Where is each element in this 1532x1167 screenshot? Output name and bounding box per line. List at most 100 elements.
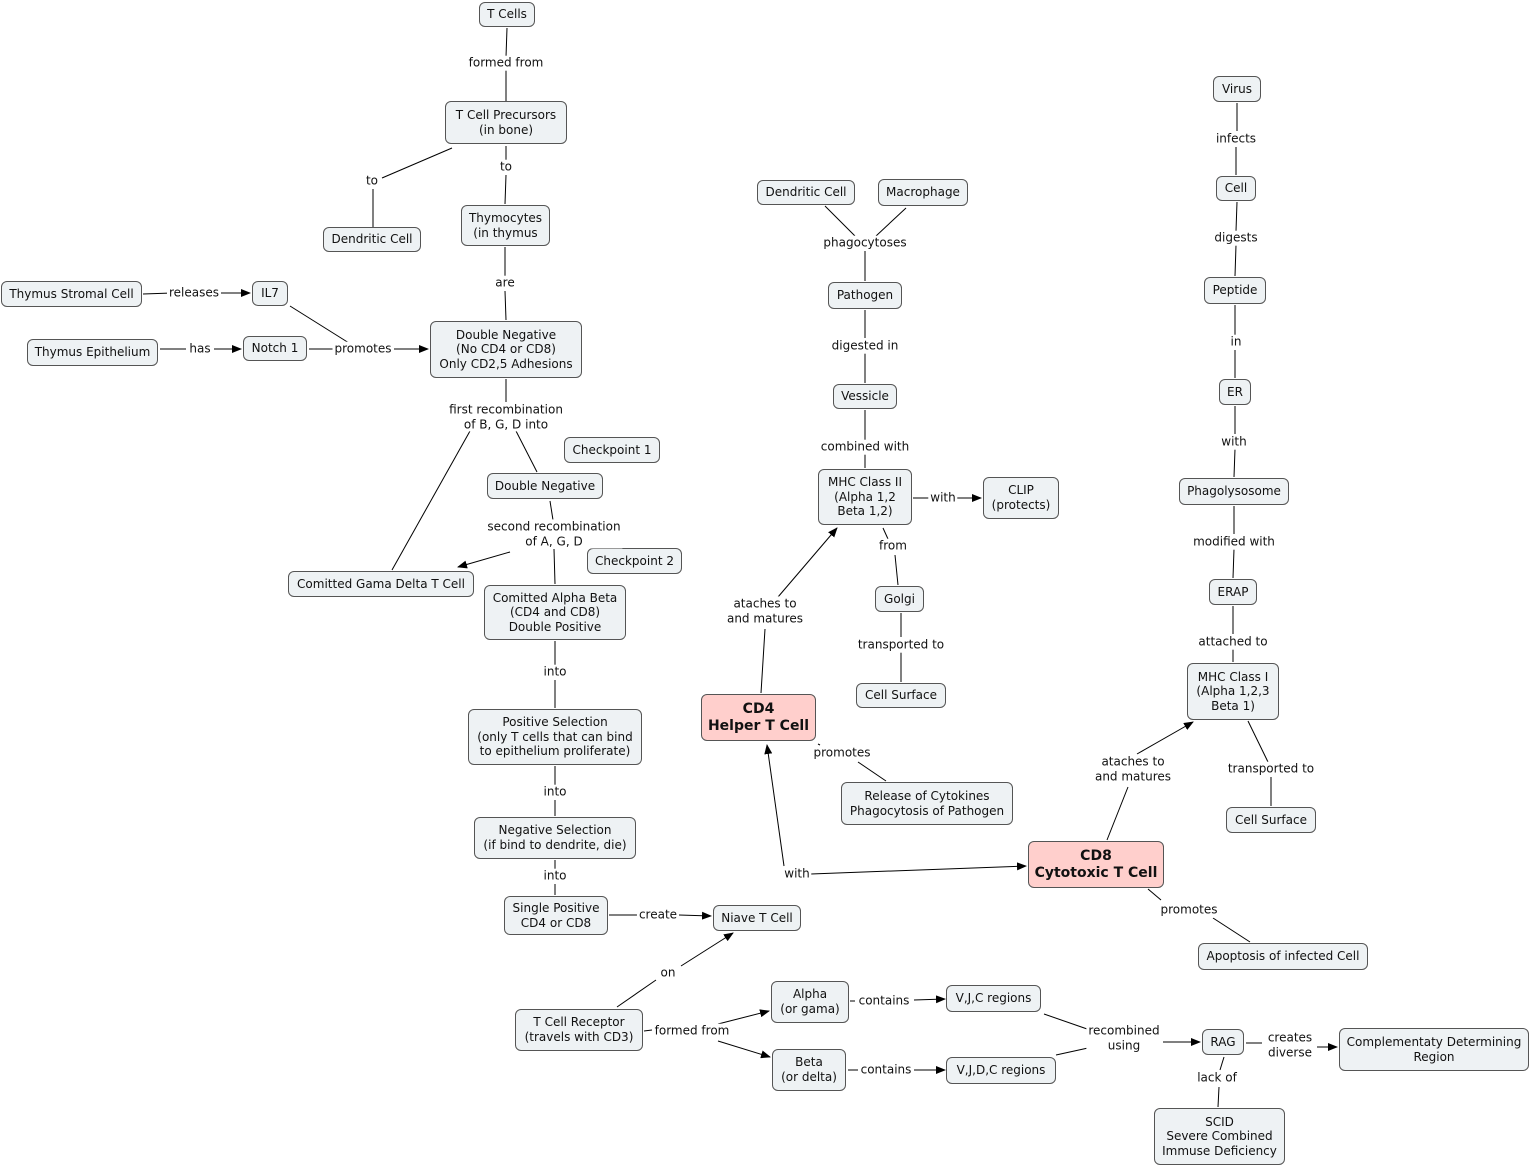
connector-arrow	[764, 744, 785, 867]
node-dendritic-cell-1[interactable]: Dendritic Cell	[323, 227, 421, 252]
node-thymus-epithelium[interactable]: Thymus Epithelium	[27, 339, 158, 366]
link-on: on	[658, 965, 678, 981]
connector-line	[391, 430, 471, 571]
node-clip[interactable]: CLIP (protects)	[983, 477, 1059, 519]
link-recombined-using: recombined using	[1086, 1023, 1162, 1053]
node-positive-selection[interactable]: Positive Selection (only T cells that ca…	[468, 709, 642, 765]
link-with-clip: with	[928, 490, 958, 506]
node-thymocytes[interactable]: Thymocytes (in thymus	[461, 205, 550, 246]
connector-line	[1232, 548, 1235, 579]
connector-line	[760, 628, 766, 694]
node-erap[interactable]: ERAP	[1209, 579, 1257, 605]
node-alpha[interactable]: Alpha (or gama)	[771, 981, 849, 1023]
node-release-of-cytokines[interactable]: Release of Cytokines Phagocytosis of Pat…	[841, 782, 1013, 825]
node-checkpoint-1[interactable]: Checkpoint 1	[564, 437, 660, 463]
link-with-er: with	[1219, 434, 1249, 450]
node-er[interactable]: ER	[1219, 379, 1251, 405]
connector-arrow	[457, 551, 511, 569]
connector-line	[1106, 786, 1129, 841]
connector-line	[857, 761, 887, 782]
link-ataches-cd8: ataches to and matures	[1092, 754, 1174, 784]
link-to-dendritic-cell: to	[363, 173, 381, 189]
node-beta[interactable]: Beta (or delta)	[772, 1049, 846, 1091]
link-create: create	[636, 907, 680, 923]
node-apoptosis[interactable]: Apoptosis of infected Cell	[1198, 943, 1368, 970]
node-single-positive[interactable]: Single Positive CD4 or CD8	[504, 896, 608, 935]
node-double-negative-1[interactable]: Double Negative (No CD4 or CD8) Only CD2…	[430, 321, 582, 378]
connector-line	[1217, 1086, 1220, 1108]
connector-line	[882, 527, 889, 540]
node-complementarity-determining-region[interactable]: Complementaty Determining Region	[1339, 1028, 1529, 1071]
node-il7[interactable]: IL7	[252, 281, 288, 306]
connector-arrow	[777, 527, 838, 598]
link-contains-2: contains	[858, 1062, 914, 1078]
node-thymus-stromal-cell[interactable]: Thymus Stromal Cell	[1, 281, 142, 307]
link-into-2: into	[541, 784, 569, 800]
link-second-recombination: second recombination of A, G, D	[485, 519, 623, 549]
connector-arrow	[810, 862, 1027, 875]
connector-line	[1055, 1047, 1089, 1056]
node-negative-selection[interactable]: Negative Selection (if bind to dendrite,…	[474, 817, 636, 859]
node-mhc-class-i[interactable]: MHC Class I (Alpha 1,2,3 Beta 1)	[1187, 663, 1279, 720]
link-ataches-cd4: ataches to and matures	[724, 596, 806, 626]
link-transported-to-2: transported to	[1225, 761, 1317, 777]
link-promotes: promotes	[332, 341, 394, 357]
node-t-cell-precursors[interactable]: T Cell Precursors (in bone)	[445, 101, 567, 144]
node-peptide[interactable]: Peptide	[1204, 277, 1266, 304]
node-comitted-gamma-delta[interactable]: Comitted Gama Delta T Cell	[288, 571, 474, 597]
node-double-negative-2[interactable]: Double Negative	[487, 473, 603, 499]
connector-arrow	[717, 1009, 770, 1025]
node-pathogen[interactable]: Pathogen	[828, 282, 902, 309]
node-t-cells[interactable]: T Cells	[479, 2, 535, 27]
link-from: from	[877, 538, 909, 554]
node-mhc-class-ii[interactable]: MHC Class II (Alpha 1,2 Beta 1,2)	[818, 469, 912, 525]
link-in: in	[1228, 334, 1244, 350]
connector-line	[1147, 888, 1162, 901]
connector-line	[1043, 1013, 1091, 1031]
link-transported-to-1: transported to	[855, 637, 947, 653]
connector-arrow	[678, 911, 712, 920]
link-formed-from: formed from	[466, 55, 546, 71]
node-golgi[interactable]: Golgi	[875, 586, 924, 612]
connector-line	[549, 500, 554, 521]
node-comitted-alpha-beta[interactable]: Comitted Alpha Beta (CD4 and CD8) Double…	[484, 585, 626, 640]
node-phagolysosome[interactable]: Phagolysosome	[1179, 478, 1289, 505]
node-notch-1[interactable]: Notch 1	[243, 336, 307, 361]
node-cell-surface-1[interactable]: Cell Surface	[856, 683, 946, 708]
node-vessicle[interactable]: Vessicle	[833, 384, 897, 409]
node-t-cell-receptor[interactable]: T Cell Receptor (travels with CD3)	[515, 1009, 643, 1051]
node-vjc-regions[interactable]: V,J,C regions	[946, 985, 1041, 1012]
connector-arrow	[1136, 721, 1194, 755]
node-virus[interactable]: Virus	[1213, 76, 1261, 102]
node-macrophage[interactable]: Macrophage	[878, 179, 968, 206]
connector-line	[643, 1029, 653, 1032]
node-cd8-cytotoxic-t-cell[interactable]: CD8 Cytotoxic T Cell	[1028, 841, 1164, 888]
connector-line	[504, 290, 507, 321]
node-cd4-helper-t-cell[interactable]: CD4 Helper T Cell	[701, 694, 816, 741]
node-cell-surface-2[interactable]: Cell Surface	[1226, 807, 1316, 833]
connector-line	[553, 548, 556, 585]
link-into-1: into	[541, 664, 569, 680]
connector-line	[817, 743, 821, 746]
connector-line	[1233, 448, 1236, 478]
connector-line	[1247, 720, 1269, 763]
node-vjdc-regions[interactable]: V,J,D,C regions	[946, 1057, 1056, 1084]
link-digested-in: digested in	[829, 338, 901, 354]
node-scid[interactable]: SCID Severe Combined Immuse Deficiency	[1154, 1108, 1285, 1165]
node-checkpoint-2[interactable]: Checkpoint 2	[587, 548, 682, 574]
connector-line	[504, 174, 507, 205]
node-cell[interactable]: Cell	[1216, 176, 1256, 201]
connector-line	[1212, 917, 1251, 943]
link-are: are	[493, 275, 517, 291]
connector-line	[875, 207, 907, 237]
node-dendritic-cell-2[interactable]: Dendritic Cell	[757, 180, 855, 205]
node-rag[interactable]: RAG	[1202, 1029, 1244, 1055]
link-releases: releases	[166, 285, 222, 301]
connector-arrow	[717, 1040, 771, 1059]
connector-arrow	[913, 995, 946, 1004]
node-niave-t-cell[interactable]: Niave T Cell	[713, 905, 801, 931]
link-attached-to: attached to	[1196, 634, 1270, 650]
link-to-thymocytes: to	[497, 159, 515, 175]
link-promotes-cd8: promotes	[1158, 902, 1220, 918]
